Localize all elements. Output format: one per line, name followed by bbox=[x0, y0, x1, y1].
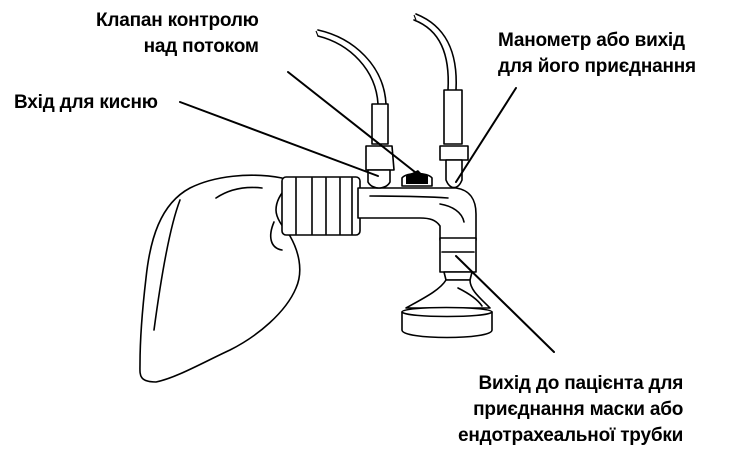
oxygen-inlet-label-line-1: Вхід для кисню bbox=[14, 92, 158, 113]
flow-control-valve-label: Клапан контролю над потоком bbox=[96, 8, 259, 60]
leader-line-manometer bbox=[455, 87, 517, 183]
flow-control-valve-label-line-1: Клапан контролю bbox=[96, 10, 259, 31]
manometer-port bbox=[413, 13, 469, 189]
patient-outlet-label-line-3: ендотрахеальної трубки bbox=[458, 425, 684, 446]
self-inflating-bag bbox=[139, 174, 301, 383]
bag-connector bbox=[281, 176, 361, 236]
patient-outlet-label: Вихід до пацієнта для приєднання маски а… bbox=[458, 371, 683, 449]
oxygen-inlet-port bbox=[315, 29, 395, 189]
flow-control-valve-label-line-2: над потоком bbox=[143, 36, 259, 57]
patient-outlet-label-line-1: Вихід до пацієнта для bbox=[478, 373, 684, 394]
flow-control-valve bbox=[401, 170, 433, 187]
leader-line-patient-outlet bbox=[455, 255, 555, 353]
manometer-label-line-2: для його приєднання bbox=[498, 56, 696, 77]
face-mask bbox=[401, 279, 493, 339]
patient-outlet-label-line-2: приєднання маски або bbox=[473, 399, 684, 420]
oxygen-inlet-label: Вхід для кисню bbox=[14, 90, 158, 116]
leader-line-flow-valve bbox=[287, 71, 421, 177]
manometer-label: Манометр або вихід для його приєднання bbox=[498, 28, 696, 80]
leader-line-oxygen-inlet bbox=[179, 101, 379, 177]
manometer-label-line-1: Манометр або вихід bbox=[498, 30, 685, 51]
valve-body bbox=[357, 187, 477, 241]
patient-outlet bbox=[439, 237, 477, 281]
